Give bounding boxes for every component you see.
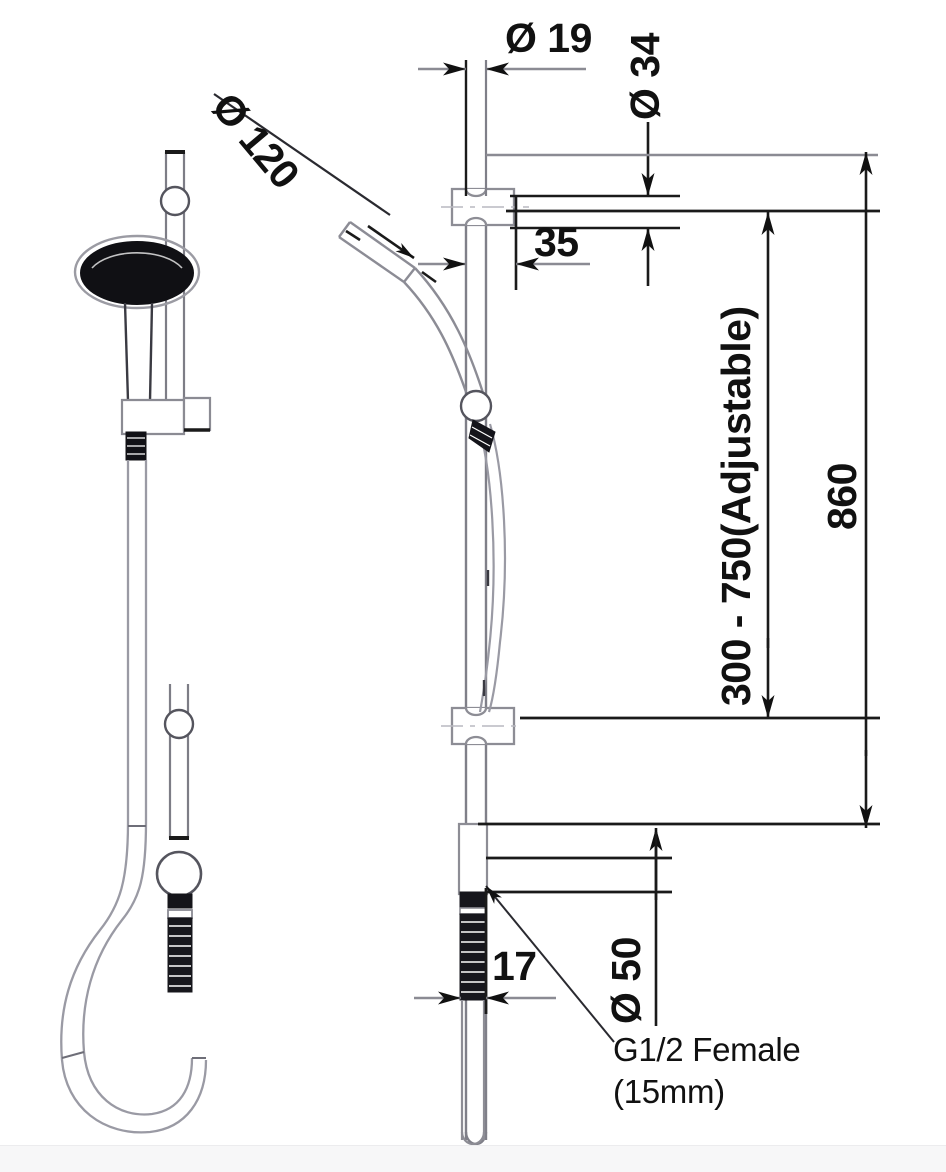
- lower-wall-bracket: [441, 706, 520, 746]
- note-inlet-thread-line1: G1/2 Female: [613, 1031, 801, 1068]
- right-dimensioned-view: [338, 187, 529, 1146]
- dim-adjustable-range: [520, 212, 880, 720]
- dim-dia-34: [486, 122, 880, 286]
- dim-35: [418, 196, 590, 290]
- inlet-knurled-nut: [167, 893, 193, 993]
- hose-segment-marks: [61, 825, 206, 1059]
- hand-shower-head-face: [80, 241, 194, 305]
- hand-shower-head-outline: [73, 234, 201, 310]
- hose-tick-marks: [482, 570, 490, 696]
- dim-860: [478, 152, 880, 828]
- shower-handle-joint: [459, 389, 493, 423]
- dim-label-35: 35: [534, 219, 579, 265]
- shower-holder-bracket: [120, 396, 212, 436]
- hand-shower-handle: [123, 302, 154, 402]
- sheet-footer-strip: [0, 1145, 946, 1172]
- leader-inlet-thread: [485, 885, 615, 1043]
- shower-hose-side: [476, 423, 507, 713]
- left-assembly-view: [60, 150, 212, 1134]
- hand-shower-side: [338, 221, 486, 397]
- dim-label-17: 17: [492, 943, 537, 989]
- dim-dia-19: [418, 60, 586, 196]
- dim-label-adjustable: 300 - 750(Adjustable): [713, 306, 759, 706]
- hose-top-collar: [468, 419, 496, 453]
- slide-bar-lower: [168, 684, 190, 838]
- slide-bar-upper-knob: [159, 185, 191, 217]
- dim-17: [414, 888, 556, 1014]
- dimension-lines: [213, 60, 880, 1043]
- dim-label-860: 860: [819, 463, 865, 530]
- inlet-elbow-side: [457, 822, 489, 1146]
- slide-bar-lower-knob: [163, 708, 195, 740]
- shower-head-nozzle-ring: [91, 251, 183, 269]
- leader-dia-120: [213, 93, 437, 284]
- dim-label-dia-34: Ø 34: [622, 33, 668, 120]
- dim-dia-50: [486, 828, 672, 1026]
- inlet-elbow-ball: [155, 850, 203, 898]
- hose-connector-upper: [125, 431, 147, 461]
- dim-label-dia-19: Ø 19: [505, 15, 592, 61]
- shower-hose: [60, 460, 208, 1134]
- dim-label-dia-50: Ø 50: [603, 937, 649, 1024]
- note-inlet-thread-line2: (15mm): [613, 1073, 725, 1110]
